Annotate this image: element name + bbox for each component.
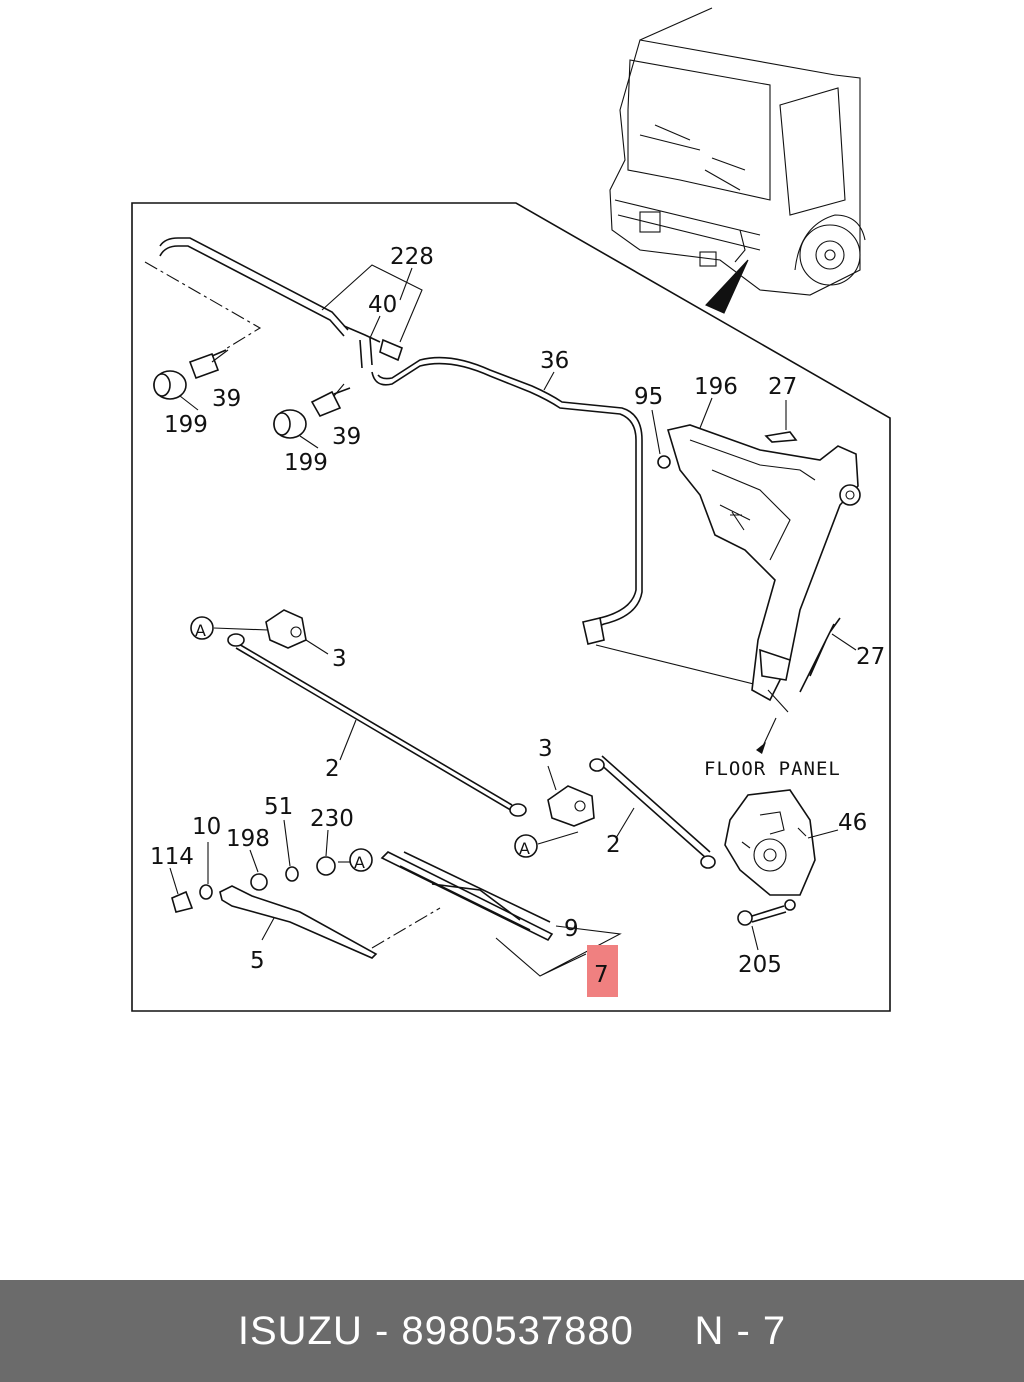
footer-gap bbox=[634, 1309, 695, 1353]
callout-9: 9 bbox=[564, 916, 579, 942]
washer-nozzle-left bbox=[153, 349, 227, 400]
footer-page-ref: N - 7 bbox=[694, 1308, 787, 1353]
callout-228: 228 bbox=[390, 244, 434, 270]
floor-panel-arrowhead bbox=[756, 742, 766, 754]
wiper-arm bbox=[219, 885, 441, 959]
callout-95: 95 bbox=[634, 384, 663, 410]
footer-caption: ISUZU - 8980537880 N - 7 bbox=[238, 1309, 786, 1354]
washer-hose-assembly bbox=[144, 237, 771, 689]
callout-40: 40 bbox=[368, 292, 397, 318]
marker-a-2: A bbox=[514, 834, 538, 858]
wiper-motor-bracket bbox=[657, 424, 861, 713]
bolt-205 bbox=[737, 899, 796, 926]
washer-nozzle-right bbox=[273, 387, 351, 439]
wiper-motor bbox=[724, 789, 816, 896]
footer-bar: ISUZU - 8980537880 N - 7 bbox=[0, 1280, 1024, 1382]
footer-part-number: 8980537880 bbox=[401, 1308, 634, 1353]
floor-panel-arrow bbox=[761, 717, 777, 749]
wiper-cap bbox=[171, 890, 194, 913]
callout-3-right: 3 bbox=[538, 736, 553, 762]
callout-labels: 228 40 39 199 39 199 36 95 196 27 27 3 3… bbox=[150, 244, 885, 978]
svg-text:A: A bbox=[195, 621, 206, 640]
callout-114: 114 bbox=[150, 844, 194, 870]
parts-diagram: 228 40 39 199 39 199 36 95 196 27 27 3 3… bbox=[131, 7, 891, 1012]
svg-text:A: A bbox=[519, 839, 530, 858]
callout-2-right: 2 bbox=[606, 832, 621, 858]
truck-cab-illustration bbox=[609, 7, 866, 314]
wiper-blade bbox=[380, 851, 622, 977]
highlighted-callout-7: 7 bbox=[587, 945, 618, 997]
pivot-right bbox=[547, 785, 595, 827]
linkage-rod-left bbox=[227, 633, 527, 817]
callout-46: 46 bbox=[838, 810, 867, 836]
callout-199-right: 199 bbox=[284, 450, 328, 476]
washer-51 bbox=[285, 866, 299, 882]
callout-27-bottom: 27 bbox=[856, 644, 885, 670]
highlight-box bbox=[587, 945, 618, 997]
floor-panel-label: FLOOR PANEL bbox=[704, 758, 841, 780]
footer-brand: ISUZU bbox=[237, 1308, 363, 1353]
callout-39-left: 39 bbox=[212, 386, 241, 412]
washer-198 bbox=[250, 873, 268, 891]
marker-a-3: A bbox=[349, 848, 373, 872]
svg-text:A: A bbox=[354, 853, 365, 872]
callout-196: 196 bbox=[694, 374, 738, 400]
leader-lines bbox=[169, 267, 857, 951]
callout-198: 198 bbox=[226, 826, 270, 852]
callout-230: 230 bbox=[310, 806, 354, 832]
callout-27-top: 27 bbox=[768, 374, 797, 400]
callout-7: 7 bbox=[594, 962, 609, 988]
callout-10: 10 bbox=[192, 814, 221, 840]
nut-10 bbox=[199, 884, 213, 900]
diagram-frame bbox=[131, 202, 891, 1012]
cap-230 bbox=[316, 856, 336, 876]
callout-5: 5 bbox=[250, 948, 265, 974]
pivot-left bbox=[265, 609, 307, 649]
callout-199-left: 199 bbox=[164, 412, 208, 438]
callout-2-left: 2 bbox=[325, 756, 340, 782]
callout-51: 51 bbox=[264, 794, 293, 820]
callout-205: 205 bbox=[738, 952, 782, 978]
footer-separator: - bbox=[362, 1308, 402, 1353]
callout-3-left: 3 bbox=[332, 646, 347, 672]
callout-39-right: 39 bbox=[332, 424, 361, 450]
linkage-rod-right bbox=[589, 755, 716, 869]
marker-a-1: A bbox=[190, 616, 214, 640]
callout-36: 36 bbox=[540, 348, 569, 374]
